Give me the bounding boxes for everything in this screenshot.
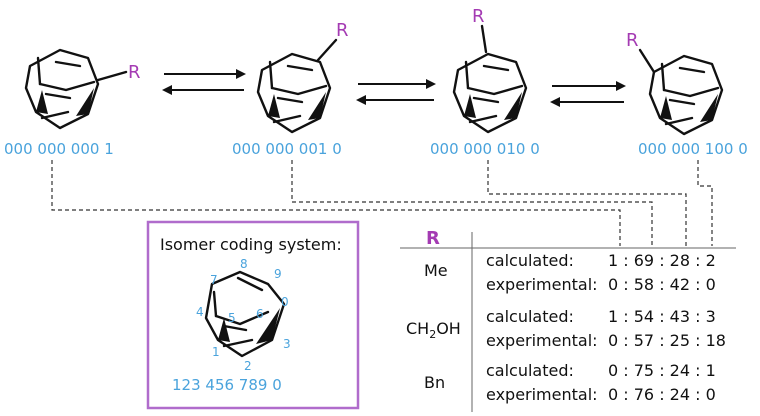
molecule-2-r-label: R (336, 20, 349, 41)
molecule-2-code: 000 000 001 0 (232, 140, 342, 158)
molecule-1-code: 000 000 000 1 (4, 140, 114, 158)
equilibrium-arrows-1 (162, 69, 246, 95)
row-exp-label: experimental: (486, 385, 598, 404)
row-calc-label: calculated: (486, 307, 574, 326)
molecule-4-r-label: R (626, 30, 639, 51)
row-r-label: CH2OH (406, 319, 461, 341)
row-calc-label: calculated: (486, 361, 574, 380)
leader-lines (51, 160, 713, 246)
atom-number-7: 7 (210, 273, 218, 287)
table-header-r: R (426, 228, 440, 249)
coding-box-code: 123 456 789 0 (172, 376, 282, 394)
table-row: Bn calculated: 0 : 75 : 24 : 1 experimen… (424, 361, 716, 404)
row-calc-label: calculated: (486, 251, 574, 270)
molecule-3-r-label: R (472, 6, 485, 27)
molecule-1: R 000 000 000 1 (4, 48, 141, 158)
coding-box-title: Isomer coding system: (160, 235, 342, 254)
atom-number-6: 6 (256, 307, 264, 321)
row-calc-ratio: 1 : 69 : 28 : 2 (608, 251, 716, 270)
molecule-3: R 000 000 010 0 (430, 6, 540, 158)
equilibrium-arrows-3 (550, 81, 626, 107)
ratio-table: R Me calculated: 1 : 69 : 28 : 2 experim… (400, 228, 736, 412)
atom-number-5: 5 (228, 311, 236, 325)
numbered-cage: 0 1 2 3 4 5 6 7 8 9 (196, 257, 291, 373)
atom-number-9: 9 (274, 267, 282, 281)
row-exp-label: experimental: (486, 275, 598, 294)
isomer-coding-box: Isomer coding system: 0 1 2 3 4 5 6 7 8 … (146, 220, 360, 410)
row-r-label: Me (424, 261, 448, 280)
atom-number-8: 8 (240, 257, 248, 271)
table-row: Me calculated: 1 : 69 : 28 : 2 experimen… (424, 251, 716, 294)
molecule-3-code: 000 000 010 0 (430, 140, 540, 158)
row-calc-ratio: 0 : 75 : 24 : 1 (608, 361, 716, 380)
molecule-4: R 000 000 100 0 (626, 30, 748, 158)
row-r-label: Bn (424, 373, 445, 392)
molecule-4-code: 000 000 100 0 (638, 140, 748, 158)
molecule-2: R 000 000 001 0 (232, 20, 349, 158)
equilibrium-arrows-2 (356, 79, 436, 105)
molecule-1-r-label: R (128, 62, 141, 83)
atom-number-4: 4 (196, 305, 204, 319)
row-calc-ratio: 1 : 54 : 43 : 3 (608, 307, 716, 326)
atom-number-1: 1 (212, 345, 220, 359)
atom-number-2: 2 (244, 359, 252, 373)
atom-number-0: 0 (281, 295, 289, 309)
row-exp-label: experimental: (486, 331, 598, 350)
atom-number-3: 3 (283, 337, 291, 351)
row-exp-ratio: 0 : 57 : 25 : 18 (608, 331, 726, 350)
table-row: CH2OH calculated: 1 : 54 : 43 : 3 experi… (406, 307, 726, 350)
row-exp-ratio: 0 : 58 : 42 : 0 (608, 275, 716, 294)
row-exp-ratio: 0 : 76 : 24 : 0 (608, 385, 716, 404)
